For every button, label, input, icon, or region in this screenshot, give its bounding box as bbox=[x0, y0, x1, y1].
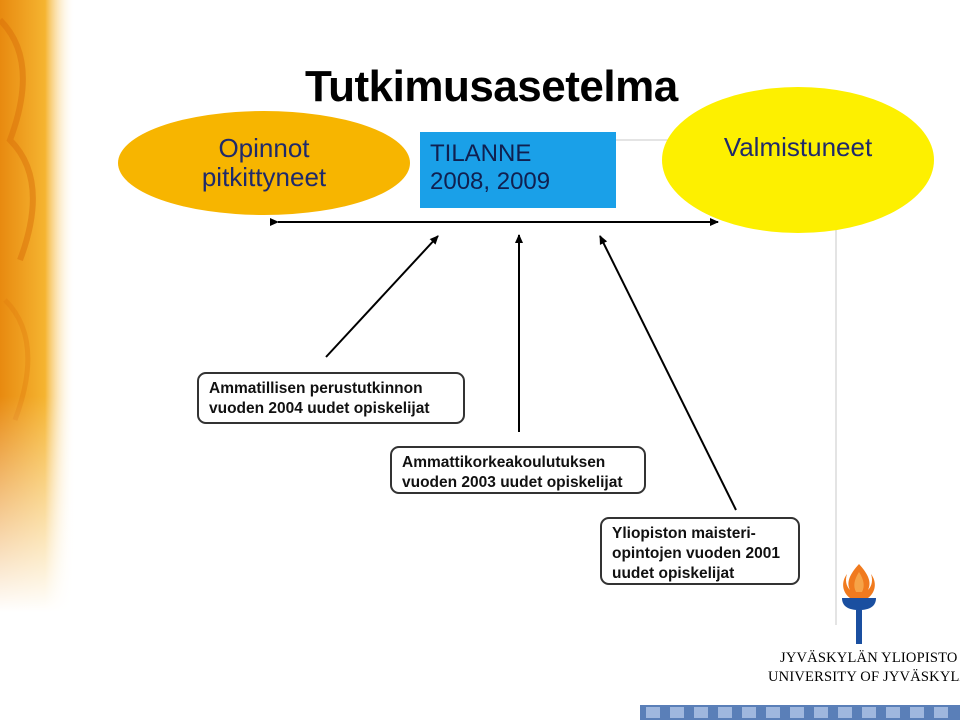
logo-text-fi: JYVÄSKYLÄN YLIOPISTO bbox=[780, 650, 958, 666]
group-box-vocational: Ammatillisen perustutkinnon vuoden 2004 … bbox=[197, 372, 465, 424]
group-2-line2: vuoden 2003 uudet opiskelijat bbox=[402, 474, 623, 491]
group-1-line1: Ammatillisen perustutkinnon bbox=[209, 380, 423, 397]
group-box-polytechnic: Ammattikorkeakoulutuksen vuoden 2003 uud… bbox=[390, 446, 646, 494]
ellipse-right-label: Valmistuneet bbox=[723, 131, 873, 162]
logo-text-en: UNIVERSITY OF JYVÄSKYLÄ bbox=[768, 669, 960, 685]
group-3-line2: opintojen vuoden 2001 bbox=[612, 545, 780, 562]
group-2-line1: Ammattikorkeakoulutuksen bbox=[402, 454, 606, 471]
status-box: TILANNE 2008, 2009 bbox=[420, 132, 616, 208]
ellipse-left-line2: pitkittyneet bbox=[201, 162, 327, 192]
ellipse-graduated: Valmistuneet bbox=[662, 87, 934, 233]
arrow-group-1 bbox=[325, 235, 439, 358]
status-line2: 2008, 2009 bbox=[430, 168, 551, 195]
torch-icon bbox=[842, 564, 876, 644]
bottom-stripe-decoration bbox=[640, 705, 960, 720]
group-1-line2: vuoden 2004 uudet opiskelijat bbox=[209, 400, 430, 417]
group-3-line3: uudet opiskelijat bbox=[612, 565, 735, 582]
group-box-university: Yliopiston maisteri- opintojen vuoden 20… bbox=[600, 517, 800, 585]
leaf-decoration bbox=[0, 0, 75, 720]
ellipse-left-line1: Opinnot bbox=[218, 133, 310, 163]
ellipse-studies-prolonged: Opinnot pitkittyneet bbox=[118, 111, 410, 215]
group-3-line1: Yliopiston maisteri- bbox=[612, 525, 756, 542]
status-line1: TILANNE bbox=[430, 140, 532, 167]
slide-title: Tutkimusasetelma bbox=[305, 62, 678, 111]
